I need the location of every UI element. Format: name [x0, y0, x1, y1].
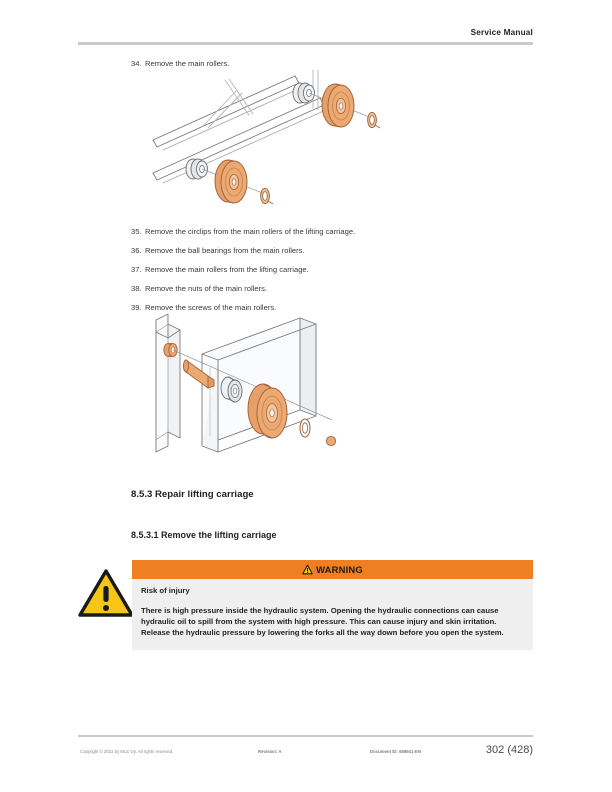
header-divider — [78, 42, 533, 45]
step-item: 34.Remove the main rollers. — [131, 59, 531, 69]
ball-bearing-lower — [185, 158, 208, 180]
step-number: 34. — [131, 59, 142, 68]
step-item: 35.Remove the circlips from the main rol… — [131, 227, 531, 237]
step-number: 39. — [131, 303, 142, 312]
section-heading: 8.5.3 Repair lifting carriage — [131, 489, 254, 500]
step-item: 37.Remove the main rollers from the lift… — [131, 265, 531, 275]
warning-text: There is high pressure inside the hydrau… — [141, 606, 504, 638]
footer-divider — [78, 735, 533, 737]
warning-subtitle: Risk of injury — [141, 586, 190, 595]
warning-body: Risk of injury There is high pressure in… — [132, 579, 533, 650]
washer — [325, 435, 337, 447]
step-text: Remove the main rollers from the lifting… — [145, 265, 309, 274]
footer-page-number: 302 (428) — [485, 744, 533, 756]
circlip-upper — [367, 111, 381, 129]
main-rollers-on-mast-rails-exploded-view — [145, 68, 395, 213]
step-number: 35. — [131, 227, 142, 236]
header-title: Service Manual — [470, 28, 533, 37]
step-number: 37. — [131, 265, 142, 274]
step-item: 38.Remove the nuts of the main rollers. — [131, 284, 531, 294]
step-number: 36. — [131, 246, 142, 255]
ball-bearing — [220, 376, 243, 403]
step-text: Remove the circlips from the main roller… — [145, 227, 356, 236]
main-roller — [247, 383, 288, 439]
warning-header: WARNING — [132, 560, 533, 579]
page-header: Service Manual — [78, 28, 533, 48]
ball-bearing-upper — [292, 82, 315, 104]
warning-label: WARNING — [316, 564, 363, 575]
main-roller-upper — [321, 83, 355, 128]
main-roller-lower — [214, 159, 248, 204]
step-text: Remove the nuts of the main rollers. — [145, 284, 267, 293]
step-text: Remove the screws of the main rollers. — [145, 303, 277, 312]
main-roller-screw-and-nut-exploded-view — [150, 312, 358, 467]
circlip-lower — [260, 187, 274, 205]
subsection-heading: 8.5.3.1 Remove the lifting carriage — [131, 530, 277, 540]
step-number: 38. — [131, 284, 142, 293]
screw — [182, 359, 215, 389]
warning-box: WARNING Risk of injury There is high pre… — [132, 560, 533, 650]
nut — [163, 343, 178, 357]
footer-document-id: Document ID: 658941-EN — [370, 749, 421, 754]
step-text: Remove the ball bearings from the main r… — [145, 246, 305, 255]
circlip — [299, 418, 311, 438]
footer-revision: Revision: A — [258, 749, 282, 754]
footer-copyright: Copyright © 2022 by MLE Oy. All rights r… — [80, 749, 174, 754]
page-footer: Copyright © 2022 by MLE Oy. All rights r… — [78, 735, 533, 775]
step-text: Remove the main rollers. — [145, 59, 230, 68]
step-item: 39.Remove the screws of the main rollers… — [131, 303, 531, 313]
warning-header-triangle-icon — [302, 564, 313, 575]
warning-triangle-icon — [78, 569, 134, 617]
step-item: 36.Remove the ball bearings from the mai… — [131, 246, 531, 256]
